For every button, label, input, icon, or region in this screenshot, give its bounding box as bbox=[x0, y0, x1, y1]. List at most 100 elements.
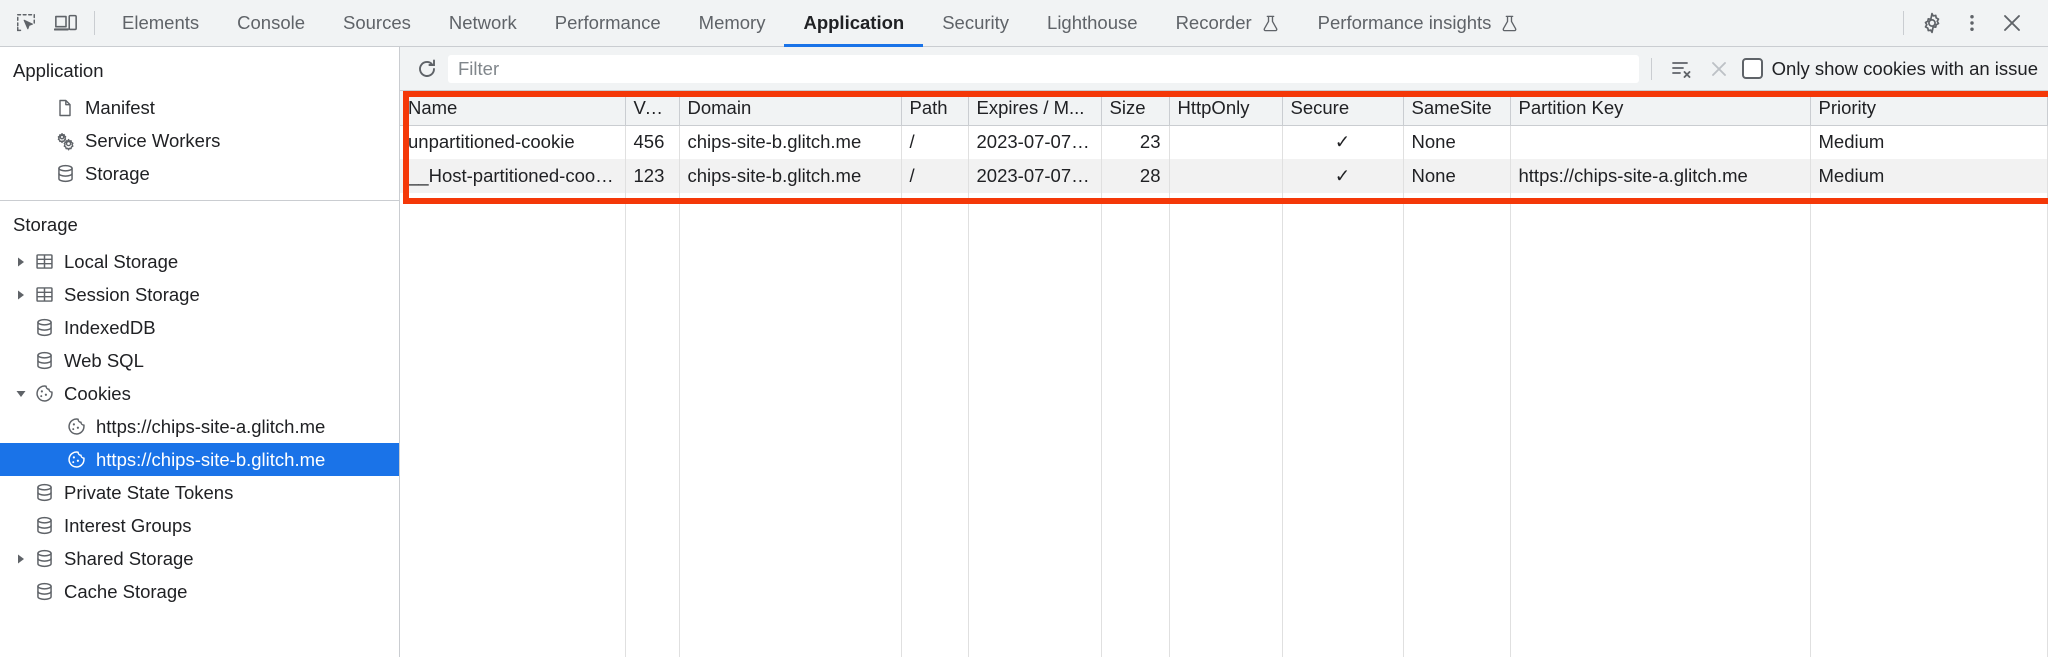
filler-cell bbox=[1510, 601, 1811, 635]
tab-performance-insights[interactable]: Performance insights bbox=[1299, 0, 1539, 47]
delete-selected-cookie-icon[interactable] bbox=[1702, 52, 1736, 86]
manifest-document-icon bbox=[52, 98, 78, 118]
column-header-name[interactable]: Name bbox=[400, 91, 626, 126]
sidebar-item-https-chips-site-a-glitch-me[interactable]: https://chips-site-a.glitch.me bbox=[0, 410, 399, 443]
tab-console[interactable]: Console bbox=[218, 0, 324, 47]
filler-cell bbox=[901, 329, 969, 363]
search-input[interactable] bbox=[448, 54, 1639, 83]
database-icon bbox=[52, 163, 78, 184]
filler-cell bbox=[400, 261, 626, 295]
column-header-httponly[interactable]: HttpOnly bbox=[1169, 91, 1283, 126]
filler-cell bbox=[1282, 295, 1404, 329]
cookie-icon bbox=[63, 416, 89, 437]
table-filler-row bbox=[400, 533, 2048, 567]
column-header-samesite[interactable]: SameSite bbox=[1403, 91, 1511, 126]
sidebar-item-manifest[interactable]: Manifest bbox=[0, 91, 399, 124]
filler-cell bbox=[1810, 567, 2048, 601]
sidebar-item-label: IndexedDB bbox=[64, 316, 156, 338]
filler-cell bbox=[679, 261, 902, 295]
only-show-issues-label: Only show cookies with an issue bbox=[1771, 57, 2038, 79]
sidebar-item-interest-groups[interactable]: Interest Groups bbox=[0, 509, 399, 542]
database-icon bbox=[31, 548, 57, 569]
tab-security[interactable]: Security bbox=[923, 0, 1028, 47]
database-icon bbox=[31, 317, 57, 338]
only-show-issues-checkbox[interactable]: Only show cookies with an issue bbox=[1740, 58, 2038, 80]
chevron-right-icon[interactable] bbox=[11, 256, 31, 268]
filler-cell bbox=[1810, 635, 2048, 657]
column-header-secure[interactable]: Secure bbox=[1282, 91, 1404, 126]
sidebar-item-storage[interactable]: Storage bbox=[0, 157, 399, 190]
clear-all-cookies-icon[interactable] bbox=[1664, 52, 1698, 86]
filler-cell bbox=[625, 601, 680, 635]
filler-cell bbox=[1169, 499, 1283, 533]
cell-domain: chips-site-b.glitch.me bbox=[679, 125, 902, 159]
sidebar-item-cookies[interactable]: Cookies bbox=[0, 377, 399, 410]
close-icon[interactable] bbox=[1992, 5, 2032, 41]
filler-cell bbox=[1510, 329, 1811, 363]
tab-memory[interactable]: Memory bbox=[680, 0, 785, 47]
table-filler-row bbox=[400, 431, 2048, 465]
tab-application[interactable]: Application bbox=[784, 0, 923, 47]
device-toolbar-icon[interactable] bbox=[46, 5, 86, 41]
refresh-icon[interactable] bbox=[410, 52, 444, 86]
tab-sources[interactable]: Sources bbox=[324, 0, 430, 47]
tab-recorder[interactable]: Recorder bbox=[1157, 0, 1299, 47]
sidebar-item-indexeddb[interactable]: IndexedDB bbox=[0, 311, 399, 344]
tab-performance[interactable]: Performance bbox=[536, 0, 680, 47]
sidebar-item-label: Local Storage bbox=[64, 250, 179, 272]
filler-cell bbox=[625, 329, 680, 363]
filler-cell bbox=[1282, 227, 1404, 261]
column-header-expires-m[interactable]: Expires / M... bbox=[968, 91, 1102, 126]
gear-icon[interactable] bbox=[1912, 5, 1952, 41]
column-header-domain[interactable]: Domain bbox=[679, 91, 902, 126]
filler-cell bbox=[1510, 533, 1811, 567]
cell-samesite: None bbox=[1403, 125, 1511, 159]
column-header-size[interactable]: Size bbox=[1101, 91, 1170, 126]
filler-cell bbox=[625, 431, 680, 465]
table-filler-row bbox=[400, 499, 2048, 533]
database-icon bbox=[31, 482, 57, 503]
sidebar-item-private-state-tokens[interactable]: Private State Tokens bbox=[0, 476, 399, 509]
tab-lighthouse[interactable]: Lighthouse bbox=[1028, 0, 1157, 47]
inspect-element-icon[interactable] bbox=[6, 5, 46, 41]
chevron-down-icon[interactable] bbox=[11, 389, 31, 399]
filler-cell bbox=[968, 567, 1102, 601]
sidebar-item-service-workers[interactable]: Service Workers bbox=[0, 124, 399, 157]
chevron-right-icon[interactable] bbox=[11, 553, 31, 565]
column-header-priority[interactable]: Priority bbox=[1810, 91, 2048, 126]
filler-cell bbox=[968, 193, 1102, 227]
sidebar-item-session-storage[interactable]: Session Storage bbox=[0, 278, 399, 311]
filler-cell bbox=[1169, 397, 1283, 431]
sidebar-item-label: Cookies bbox=[64, 382, 131, 404]
filler-cell bbox=[1101, 431, 1170, 465]
column-header-value[interactable]: Value bbox=[625, 91, 680, 126]
filler-cell bbox=[1101, 465, 1170, 499]
column-header-path[interactable]: Path bbox=[901, 91, 969, 126]
table-icon bbox=[31, 284, 57, 305]
cell-expires: 2023-07-07… bbox=[968, 159, 1102, 193]
sidebar-item-cache-storage[interactable]: Cache Storage bbox=[0, 575, 399, 608]
tab-elements[interactable]: Elements bbox=[103, 0, 218, 47]
filler-cell bbox=[901, 601, 969, 635]
toolbar-divider-right bbox=[1903, 11, 1904, 35]
tab-network[interactable]: Network bbox=[430, 0, 536, 47]
sidebar-item-local-storage[interactable]: Local Storage bbox=[0, 245, 399, 278]
kebab-menu-icon[interactable] bbox=[1952, 5, 1992, 41]
checkbox-box[interactable] bbox=[1741, 58, 1763, 79]
filler-cell bbox=[1510, 363, 1811, 397]
column-header-partition-key[interactable]: Partition Key bbox=[1510, 91, 1811, 126]
filler-cell bbox=[901, 363, 969, 397]
chevron-right-icon[interactable] bbox=[11, 289, 31, 301]
filler-cell bbox=[901, 465, 969, 499]
filler-cell bbox=[1510, 261, 1811, 295]
filler-cell bbox=[400, 601, 626, 635]
sidebar-item-web-sql[interactable]: Web SQL bbox=[0, 344, 399, 377]
filler-cell bbox=[1101, 601, 1170, 635]
filler-cell bbox=[1282, 567, 1404, 601]
sidebar-item-shared-storage[interactable]: Shared Storage bbox=[0, 542, 399, 575]
sidebar-item-https-chips-site-b-glitch-me[interactable]: https://chips-site-b.glitch.me bbox=[0, 443, 399, 476]
